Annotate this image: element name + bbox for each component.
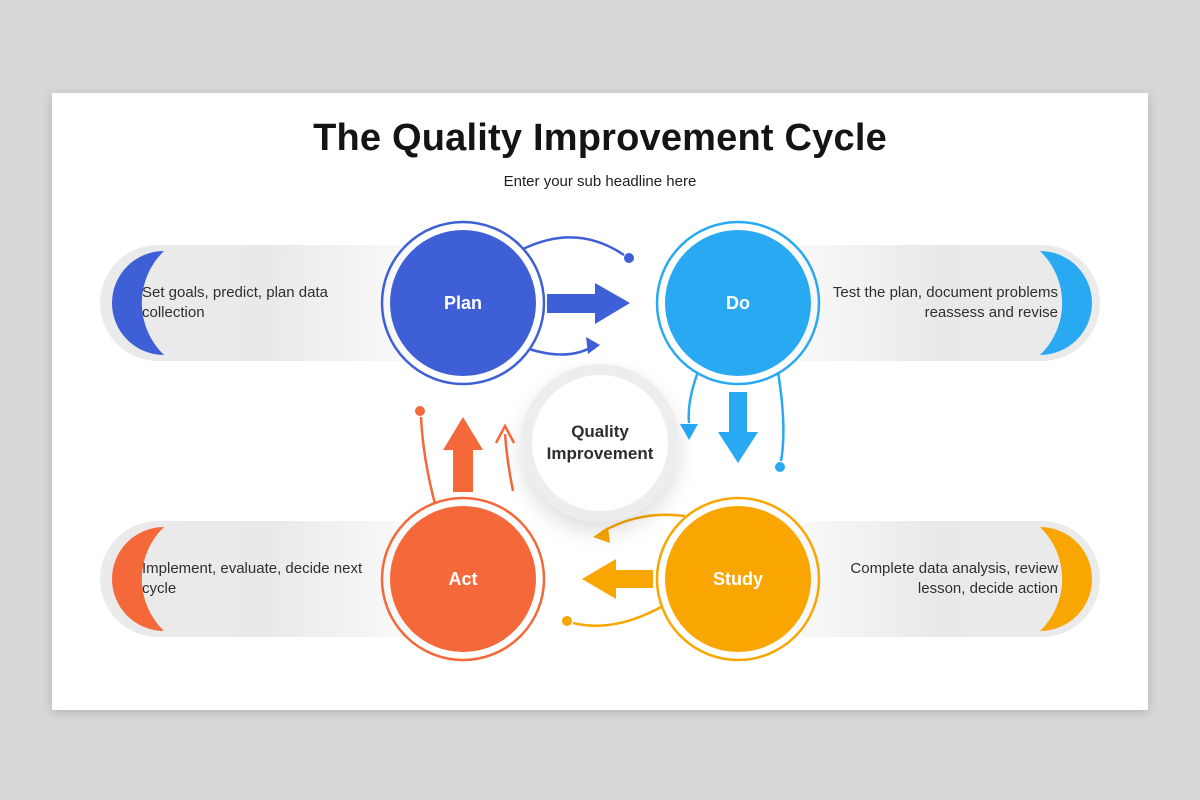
act-tail-dot [415,406,425,416]
study-tail-dot [562,616,572,626]
center-node: Quality Improvement [521,364,679,522]
act-description: Implement, evaluate, decide next cycle [142,559,363,597]
do-tail-dot [775,462,785,472]
do-description: Test the plan, document problems reasses… [832,283,1058,321]
plan-tail-arrowhead-icon [586,337,600,354]
plan-tail-dot [624,253,634,263]
plan-description: Set goals, predict, plan data collection [142,283,328,321]
study-to-act-arrow-icon [582,559,653,599]
act-label: Act [448,568,478,589]
study-label: Study [712,568,763,589]
page-title: The Quality Improvement Cycle [313,117,887,159]
plan-label: Plan [443,292,482,313]
act-to-plan-arrow-icon [443,417,483,492]
center-label: Quality Improvement [546,421,654,463]
slide-canvas: The Quality Improvement Cycle Enter your… [52,93,1148,710]
plan-to-do-arrow-icon [547,283,630,324]
do-node: Do [665,230,811,376]
study-description: Complete data analysis, review lesson, d… [850,559,1058,597]
do-tail-arrowhead-icon [680,424,698,440]
study-node: Study [665,506,811,652]
do-label: Do [726,292,750,313]
study-tail-arrowhead-icon [593,527,610,543]
act-node: Act [390,506,536,652]
do-to-study-arrow-icon [718,392,758,463]
page-subtitle: Enter your sub headline here [503,173,697,190]
plan-node: Plan [390,230,536,376]
